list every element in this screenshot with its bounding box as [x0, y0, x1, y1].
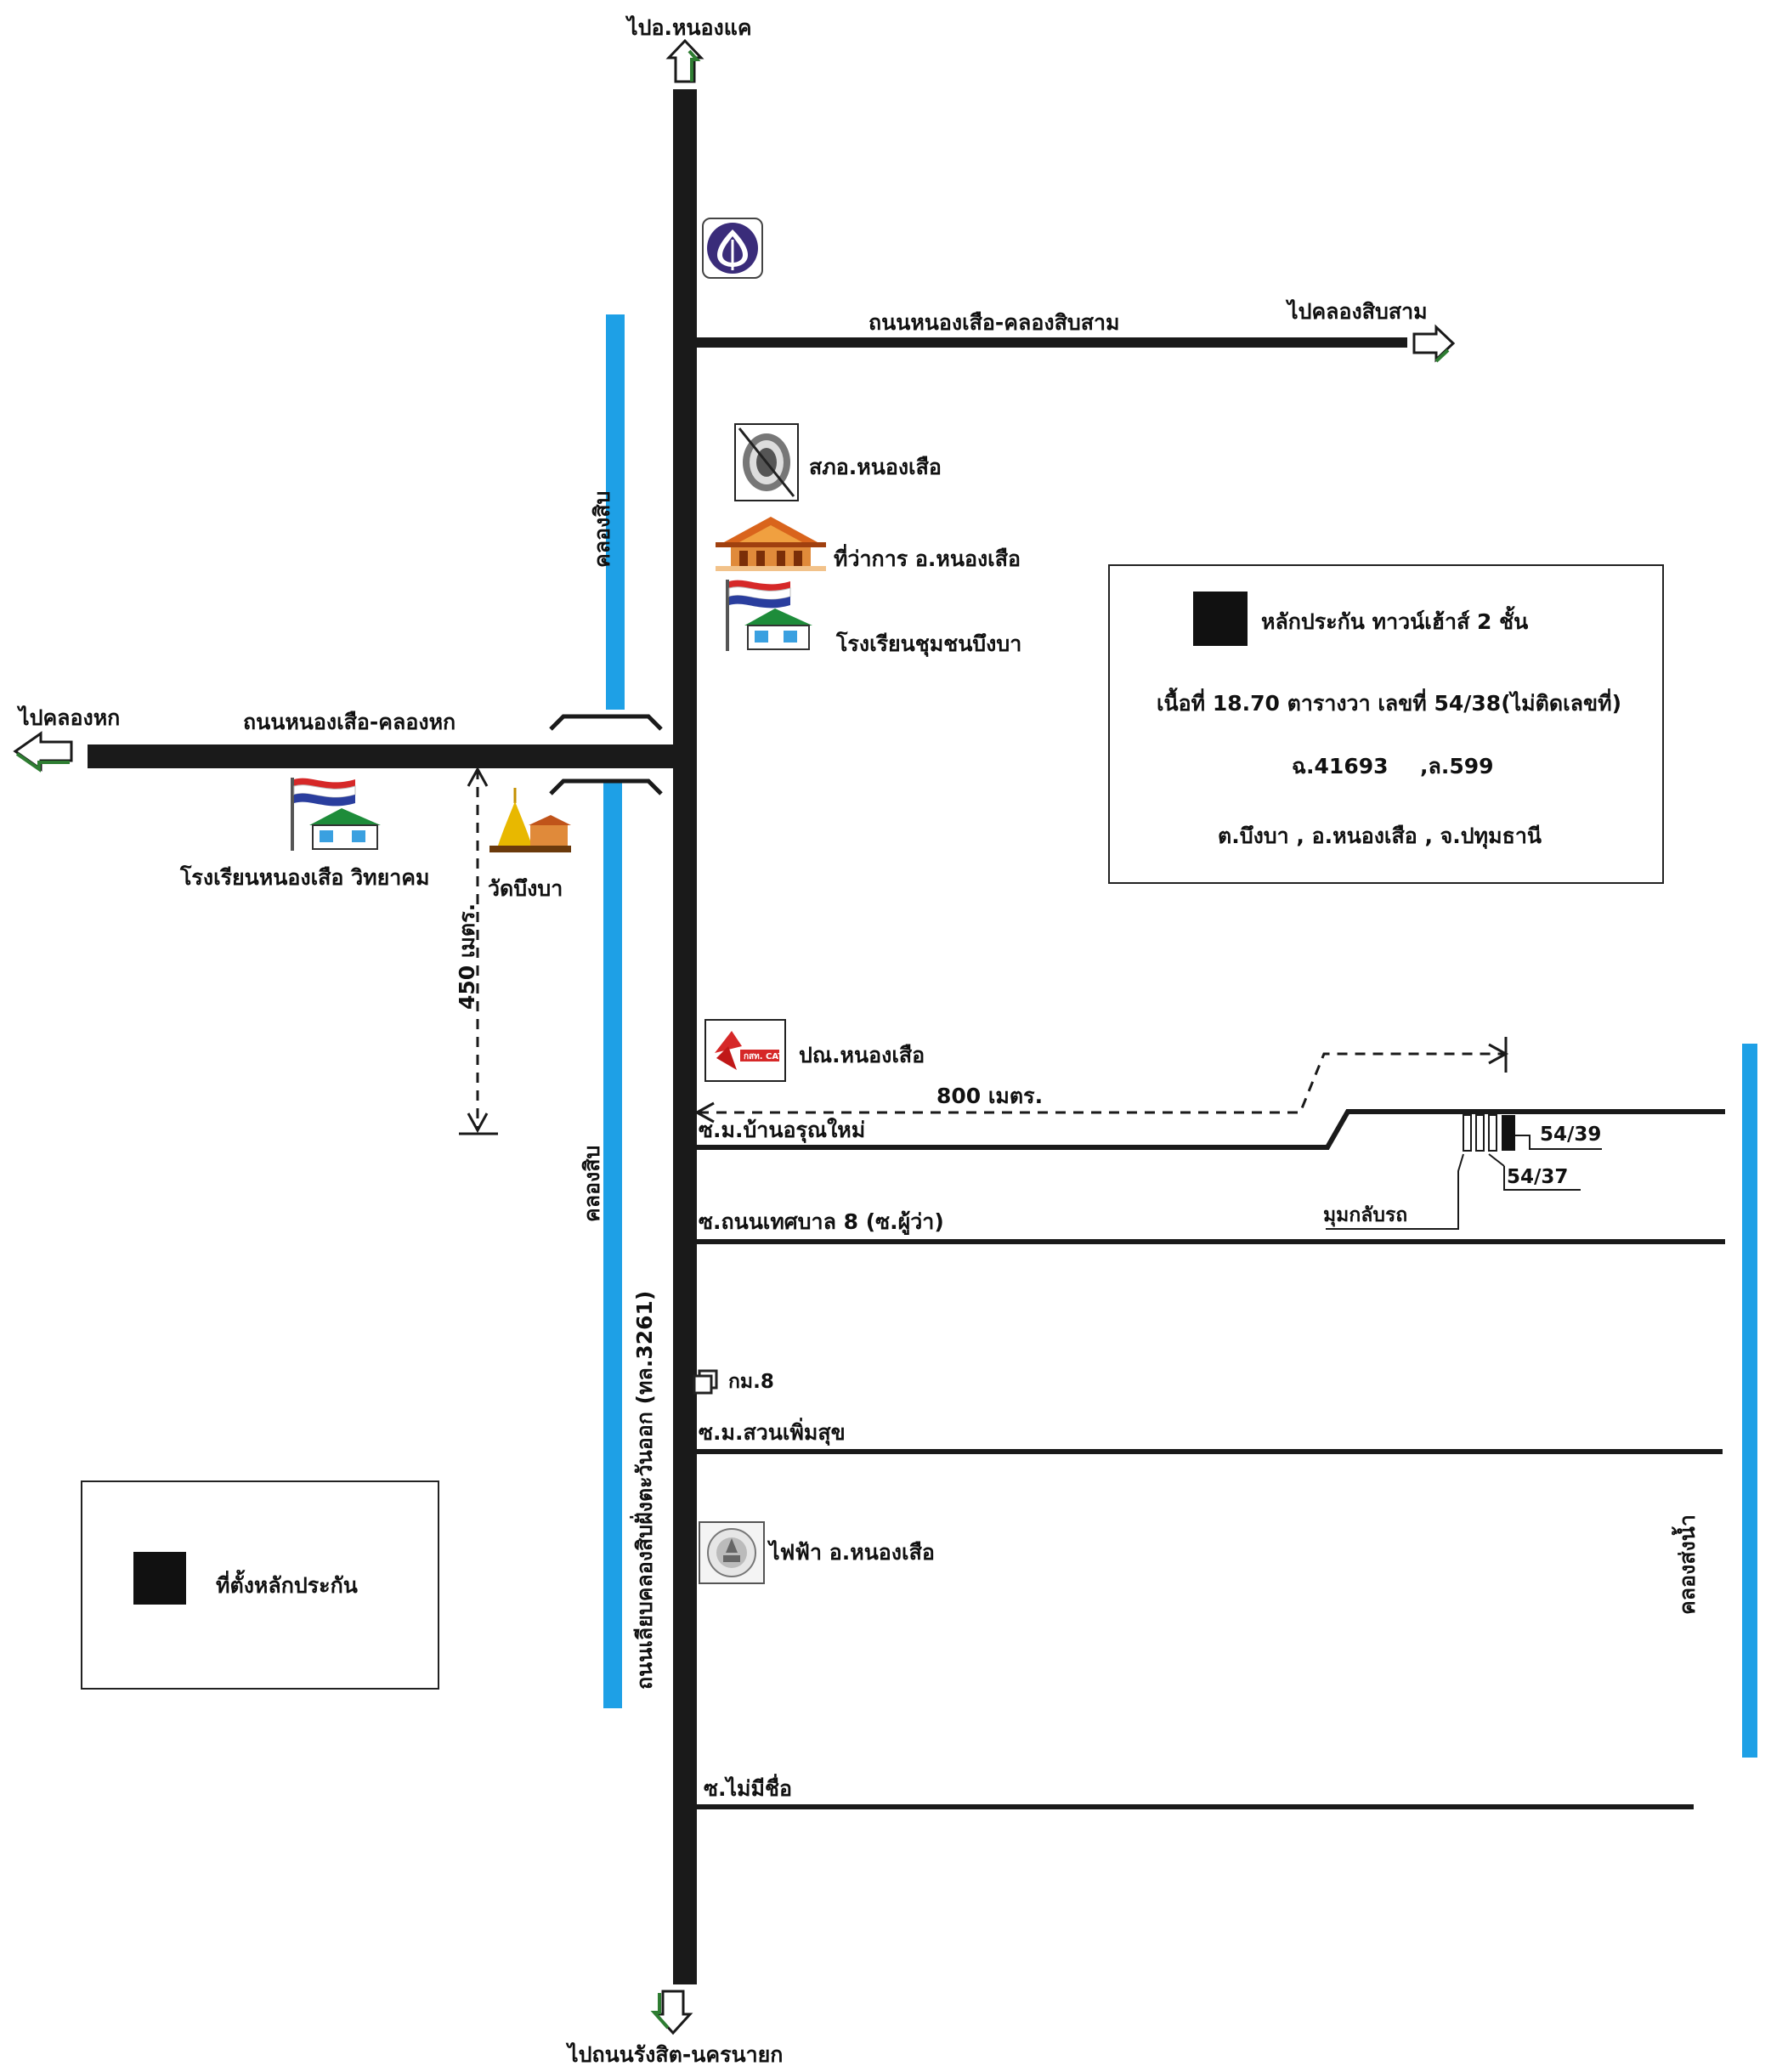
bridge-lower	[549, 778, 663, 795]
soi-no-name	[685, 1804, 1694, 1809]
km-marker-icon	[693, 1369, 718, 1395]
label-main-road: ถนนเลียบคลองสิบฝั่งตะวันออก (ทล.3261)	[632, 1290, 657, 1690]
label-distance-800: 800 เมตร.	[936, 1084, 1044, 1108]
property-plots	[1463, 1114, 1515, 1152]
arrow-east-icon	[1412, 324, 1456, 363]
canal-khlong-sip-lower	[603, 782, 622, 1708]
info-line-2: เนื้อที่ 18.70 ตารางวา เลขที่ 54/38(ไม่ต…	[1157, 691, 1621, 716]
label-district-office: ที่ว่าการ อ.หนองเสือ	[834, 546, 1021, 571]
distance-800-line	[699, 1052, 1504, 1114]
police-emblem-icon	[734, 423, 799, 501]
soi-suan-phoem-suk	[685, 1449, 1723, 1454]
arrow-south-icon	[650, 1990, 693, 2035]
label-temple: วัดบึงบา	[488, 876, 563, 901]
label-road-west: ถนนหนองเสือ-คลองหก	[243, 710, 456, 734]
electricity-logo-icon	[699, 1521, 765, 1584]
distance-800-arrow-left	[693, 1101, 715, 1124]
distance-800-arrow-right	[1488, 1043, 1509, 1065]
road-west	[88, 744, 685, 768]
label-to-nong-khae: ไปอ.หนองแค	[627, 15, 752, 40]
school-west-icon	[289, 776, 393, 852]
canal-khlong-sip-upper	[606, 314, 625, 710]
leader-54-37	[1488, 1153, 1581, 1191]
temple-icon	[489, 786, 571, 856]
label-canal-lower: คลองสิบ	[580, 1145, 604, 1222]
label-electricity: ไฟฟ้า อ.หนองเสือ	[769, 1540, 935, 1565]
label-canal-upper: คลองสิบ	[590, 490, 614, 568]
label-school-east: โรงเรียนชุมชนบึงบา	[836, 631, 1022, 656]
label-to-khlong-sip-sam: ไปคลองสิบสาม	[1287, 299, 1428, 324]
collateral-square-icon	[1193, 592, 1248, 646]
leader-u-turn	[1326, 1153, 1464, 1230]
distance-450-arrow-bottom	[467, 1112, 489, 1134]
bridge-upper	[549, 714, 663, 731]
label-soi-suan-phoem-suk: ซ.ม.สวนเพิ่มสุข	[699, 1420, 846, 1445]
label-canal-east: คลองส่งน้ำ	[1675, 1514, 1700, 1615]
legend-box: ที่ตั้งหลักประกัน	[81, 1480, 439, 1690]
info-line-3a: ฉ.41693	[1292, 754, 1389, 778]
school-east-icon	[724, 578, 824, 653]
label-road-upper-east: ถนนหนองเสือ-คลองสิบสาม	[869, 310, 1120, 335]
soi-ban-arun-mai	[685, 1109, 1725, 1150]
distance-450-arrow-top	[467, 766, 489, 787]
label-km-marker: กม.8	[728, 1371, 774, 1393]
label-distance-450: 450 เมตร.	[455, 903, 479, 1010]
soi-thesaban-8	[685, 1239, 1725, 1244]
arrow-west-icon	[13, 731, 73, 773]
label-soi-no-name: ซ.ไม่มีชื่อ	[704, 1776, 792, 1801]
arrow-north-icon	[665, 38, 704, 83]
info-line-3b: ,ล.599	[1420, 754, 1494, 778]
label-plot-54-37: 54/37	[1507, 1166, 1569, 1188]
leader-54-39	[1515, 1135, 1602, 1150]
bank-logo-icon	[702, 218, 763, 279]
info-line-4: ต.บึงบา , อ.หนองเสือ , จ.ปทุมธานี	[1218, 824, 1542, 848]
label-police: สภอ.หนองเสือ	[809, 455, 942, 479]
label-soi-ban-arun-mai: ซ.ม.บ้านอรุณใหม่	[699, 1118, 866, 1142]
label-to-khlong-hok: ไปคลองหก	[19, 705, 121, 730]
label-school-west: โรงเรียนหนองเสือ วิทยาคม	[180, 865, 430, 890]
label-soi-thesaban-8: ซ.ถนนเทศบาล 8 (ซ.ผู้ว่า)	[699, 1209, 944, 1234]
label-u-turn: มุมกลับรถ	[1323, 1204, 1408, 1226]
district-office-icon	[716, 513, 826, 571]
label-post-office: ปณ.หนองเสือ	[799, 1043, 925, 1067]
label-to-rangsit-nakhon-nayok: ไปถนนรังสิต-นครนายก	[568, 2042, 784, 2067]
legend-label: ที่ตั้งหลักประกัน	[216, 1573, 358, 1598]
info-box: หลักประกัน ทาวน์เฮ้าส์ 2 ชั้น เนื้อที่ 1…	[1108, 564, 1664, 884]
main-road	[673, 89, 697, 1984]
label-plot-54-39: 54/39	[1540, 1124, 1602, 1146]
cat-logo-icon: กสท. CAT	[704, 1019, 786, 1082]
road-upper-east	[685, 337, 1407, 348]
cat-logo-text: กสท. CAT	[744, 1052, 784, 1061]
info-line-1: หลักประกัน ทาวน์เฮ้าส์ 2 ชั้น	[1261, 609, 1529, 634]
legend-square-icon	[133, 1552, 186, 1605]
canal-east	[1742, 1044, 1757, 1758]
